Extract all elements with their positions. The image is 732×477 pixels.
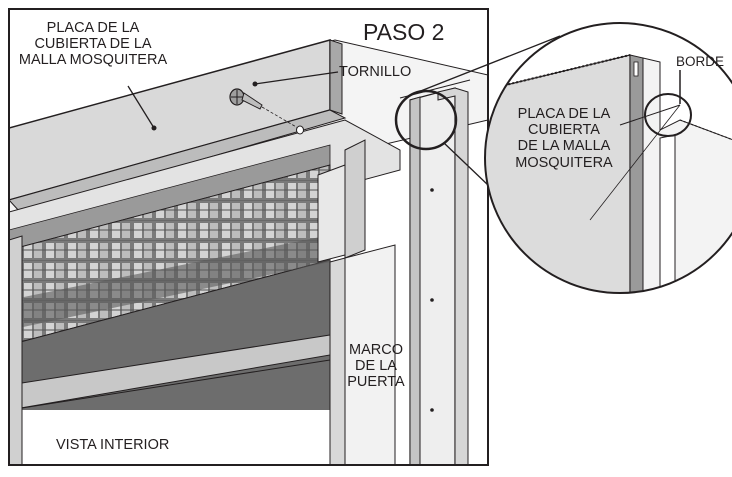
screw-leader-line: [254, 71, 339, 85]
plate-leader-line: [127, 85, 155, 129]
edge-highlight-circle: [644, 93, 692, 137]
main-panel-border: [8, 8, 489, 466]
detail-view: [484, 22, 732, 294]
door-frame-post: [329, 257, 346, 465]
detail-circle-border: [484, 22, 732, 294]
callout-circle: [394, 89, 458, 151]
main-scene: [9, 39, 488, 465]
screw-icon: [229, 88, 304, 135]
